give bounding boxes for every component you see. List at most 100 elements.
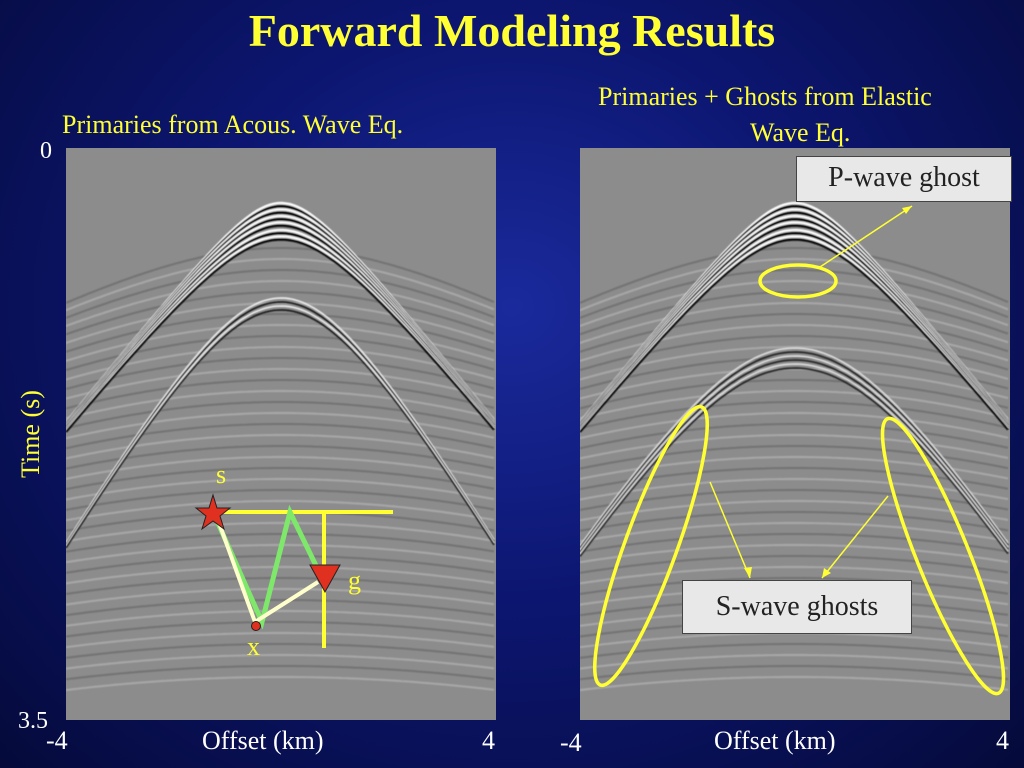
multiple-event xyxy=(66,305,495,547)
ringing-event xyxy=(580,312,1009,353)
primary-event xyxy=(66,238,495,433)
right-annotations xyxy=(593,205,1006,696)
source-star-icon xyxy=(194,493,232,531)
ringing-event xyxy=(580,433,1009,460)
ringing-event xyxy=(580,411,1009,440)
scatter-point-icon xyxy=(251,621,261,631)
s-ghost-arrow-line-left xyxy=(709,481,751,579)
ringing-event xyxy=(66,334,495,372)
s-wave-ghosts-callout: S-wave ghosts xyxy=(682,580,912,634)
s-ghost-event xyxy=(580,363,1009,555)
s-ghost-ellipse-left xyxy=(593,404,709,688)
ringing-event xyxy=(66,664,495,681)
ringing-event xyxy=(580,675,1009,692)
s-ghost-arrow-line-right xyxy=(821,495,889,579)
ringing-event xyxy=(66,301,495,345)
ringing-event xyxy=(66,257,495,312)
s-ghost-arrowhead-right xyxy=(822,568,831,578)
ringing-event xyxy=(66,400,495,430)
ringing-event xyxy=(66,411,495,440)
primary-event xyxy=(580,238,1009,433)
right-seismogram xyxy=(580,148,1010,720)
ringing-event xyxy=(580,257,1009,312)
ringing-event xyxy=(580,521,1009,543)
ringing-event xyxy=(580,642,1009,659)
ringing-event xyxy=(66,378,495,410)
s-ghost-ellipse-right xyxy=(880,416,1006,696)
ringing-event xyxy=(66,356,495,391)
left-seismogram xyxy=(66,148,496,720)
ringing-event xyxy=(580,246,1009,304)
ringing-event xyxy=(66,598,495,617)
receiver-label: g xyxy=(348,566,361,595)
left-seismic-section xyxy=(66,148,496,720)
s-ghost-event xyxy=(580,359,1009,553)
left-x-min-tick: -4 xyxy=(46,726,68,755)
ringing-event xyxy=(580,576,1009,596)
p-ghost-arrow-line xyxy=(819,205,913,268)
s-ghost-event xyxy=(580,355,1009,551)
ringing-event xyxy=(580,543,1009,564)
ringing-event xyxy=(580,290,1009,336)
ringing-event xyxy=(66,389,495,420)
s-wave-ray-path xyxy=(210,504,325,630)
ringing-event xyxy=(580,554,1009,574)
p-ghost-ellipse xyxy=(758,263,838,299)
ringing-event xyxy=(66,675,495,692)
ringing-event xyxy=(580,279,1009,328)
ringing-event xyxy=(580,499,1009,522)
ringing-event xyxy=(580,653,1009,670)
ringing-event xyxy=(66,488,495,511)
y-top-tick: 0 xyxy=(40,138,52,164)
ringing-event xyxy=(580,345,1009,381)
p-ghost-arrowhead xyxy=(902,206,912,214)
ringing-event xyxy=(580,565,1009,585)
ringing-event xyxy=(66,246,495,304)
s-ghost-event xyxy=(580,347,1009,547)
right-x-max-tick: 4 xyxy=(996,726,1009,755)
ringing-event xyxy=(66,620,495,638)
p-wave-ghost-callout: P-wave ghost xyxy=(796,156,1012,202)
ringing-event xyxy=(66,576,495,596)
ringing-event xyxy=(66,433,495,460)
ringing-event xyxy=(66,455,495,480)
ringing-event xyxy=(580,422,1009,450)
ringing-event xyxy=(66,521,495,543)
right-seismic-section xyxy=(580,148,1010,720)
left-x-axis-label: Offset (km) xyxy=(202,726,324,755)
s-ghost-arrowhead-left xyxy=(744,567,752,578)
ringing-event xyxy=(580,334,1009,372)
ringing-event xyxy=(580,488,1009,511)
right-panel-heading-line1: Primaries + Ghosts from Elastic xyxy=(598,82,932,111)
right-x-axis-label: Offset (km) xyxy=(714,726,836,755)
left-x-max-tick: 4 xyxy=(482,726,495,755)
ringing-event xyxy=(66,532,495,553)
ringing-event xyxy=(66,653,495,670)
ringing-event xyxy=(66,565,495,585)
ringing-event xyxy=(66,345,495,381)
point-label: x xyxy=(247,632,260,661)
ringing-event xyxy=(580,532,1009,553)
ringing-event xyxy=(580,367,1009,400)
page-title: Forward Modeling Results xyxy=(248,5,776,56)
right-panel-heading-line2: Wave Eq. xyxy=(750,118,851,147)
ringing-event xyxy=(580,389,1009,420)
ringing-event xyxy=(66,609,495,627)
ringing-event xyxy=(66,642,495,659)
ringing-event xyxy=(66,444,495,470)
ringing-event xyxy=(580,400,1009,430)
ringing-event xyxy=(580,268,1009,319)
ringing-event xyxy=(66,587,495,606)
ringing-event xyxy=(580,477,1009,501)
ringing-event xyxy=(66,290,495,336)
multiple-event xyxy=(66,301,495,546)
ringing-event xyxy=(66,499,495,522)
ringing-event xyxy=(580,510,1009,532)
s-ghost-event xyxy=(580,351,1009,549)
receiver-triangle-icon xyxy=(309,564,341,594)
ringing-event xyxy=(66,312,495,353)
source-label: s xyxy=(216,460,227,489)
s-ghost-event xyxy=(580,367,1009,557)
ringing-event xyxy=(66,268,495,319)
